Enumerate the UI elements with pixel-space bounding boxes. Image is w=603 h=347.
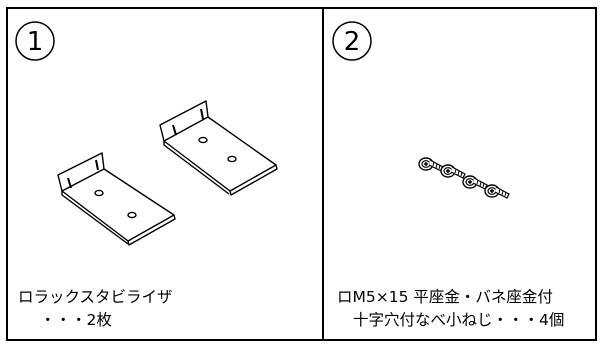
part-name-2: ロM5×15 平座金・バネ座金付: [337, 288, 553, 306]
panel-divider: [322, 7, 324, 341]
part-quantity-2: 十字穴付なべ小ねじ・・・4個: [353, 311, 565, 329]
part-number-1: 1: [27, 27, 44, 57]
circle-number-icon: 1: [15, 21, 55, 61]
part-name-1: ロラックスタビライザ: [18, 288, 173, 306]
circle-number-icon: 2: [332, 21, 372, 61]
part-caption-1: ロラックスタビライザ ・・・2枚: [18, 286, 173, 332]
part-number-badge-2: 2: [331, 20, 373, 62]
part-caption-2: ロM5×15 平座金・バネ座金付 十字穴付なべ小ねじ・・・4個: [337, 286, 564, 332]
part-number-2: 2: [344, 27, 361, 57]
parts-table-frame: [6, 7, 597, 341]
part-number-badge-1: 1: [14, 20, 56, 62]
screw-icon: [418, 157, 510, 199]
part-quantity-1: ・・・2枚: [40, 311, 112, 329]
rack-stabilizer-bracket-icon: [57, 100, 278, 246]
